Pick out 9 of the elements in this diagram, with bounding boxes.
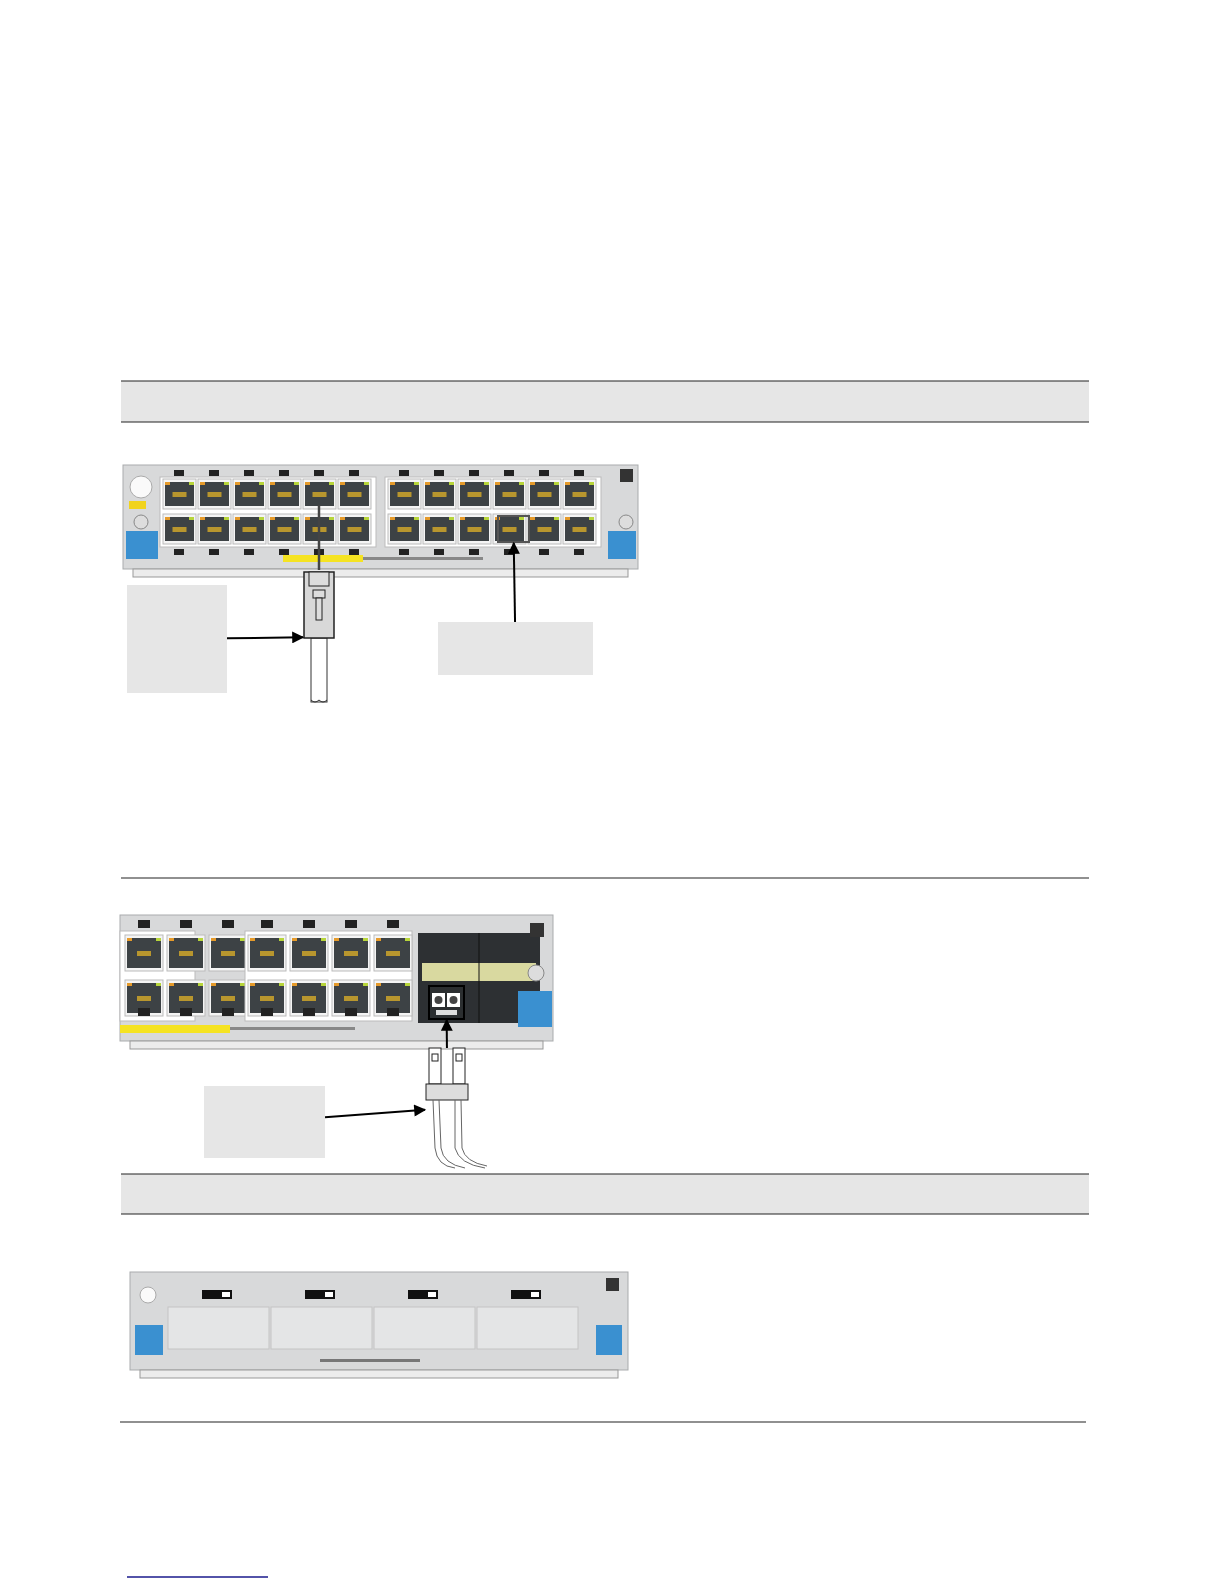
- callout-box: [127, 585, 227, 693]
- arrow: [507, 541, 520, 623]
- callout-box: [438, 622, 593, 675]
- callout-box: [204, 1086, 325, 1158]
- sfp-port: [428, 985, 465, 1020]
- arrow: [440, 1018, 453, 1049]
- arrow: [324, 1104, 427, 1119]
- arrow: [226, 631, 305, 644]
- port-highlight: [497, 515, 530, 543]
